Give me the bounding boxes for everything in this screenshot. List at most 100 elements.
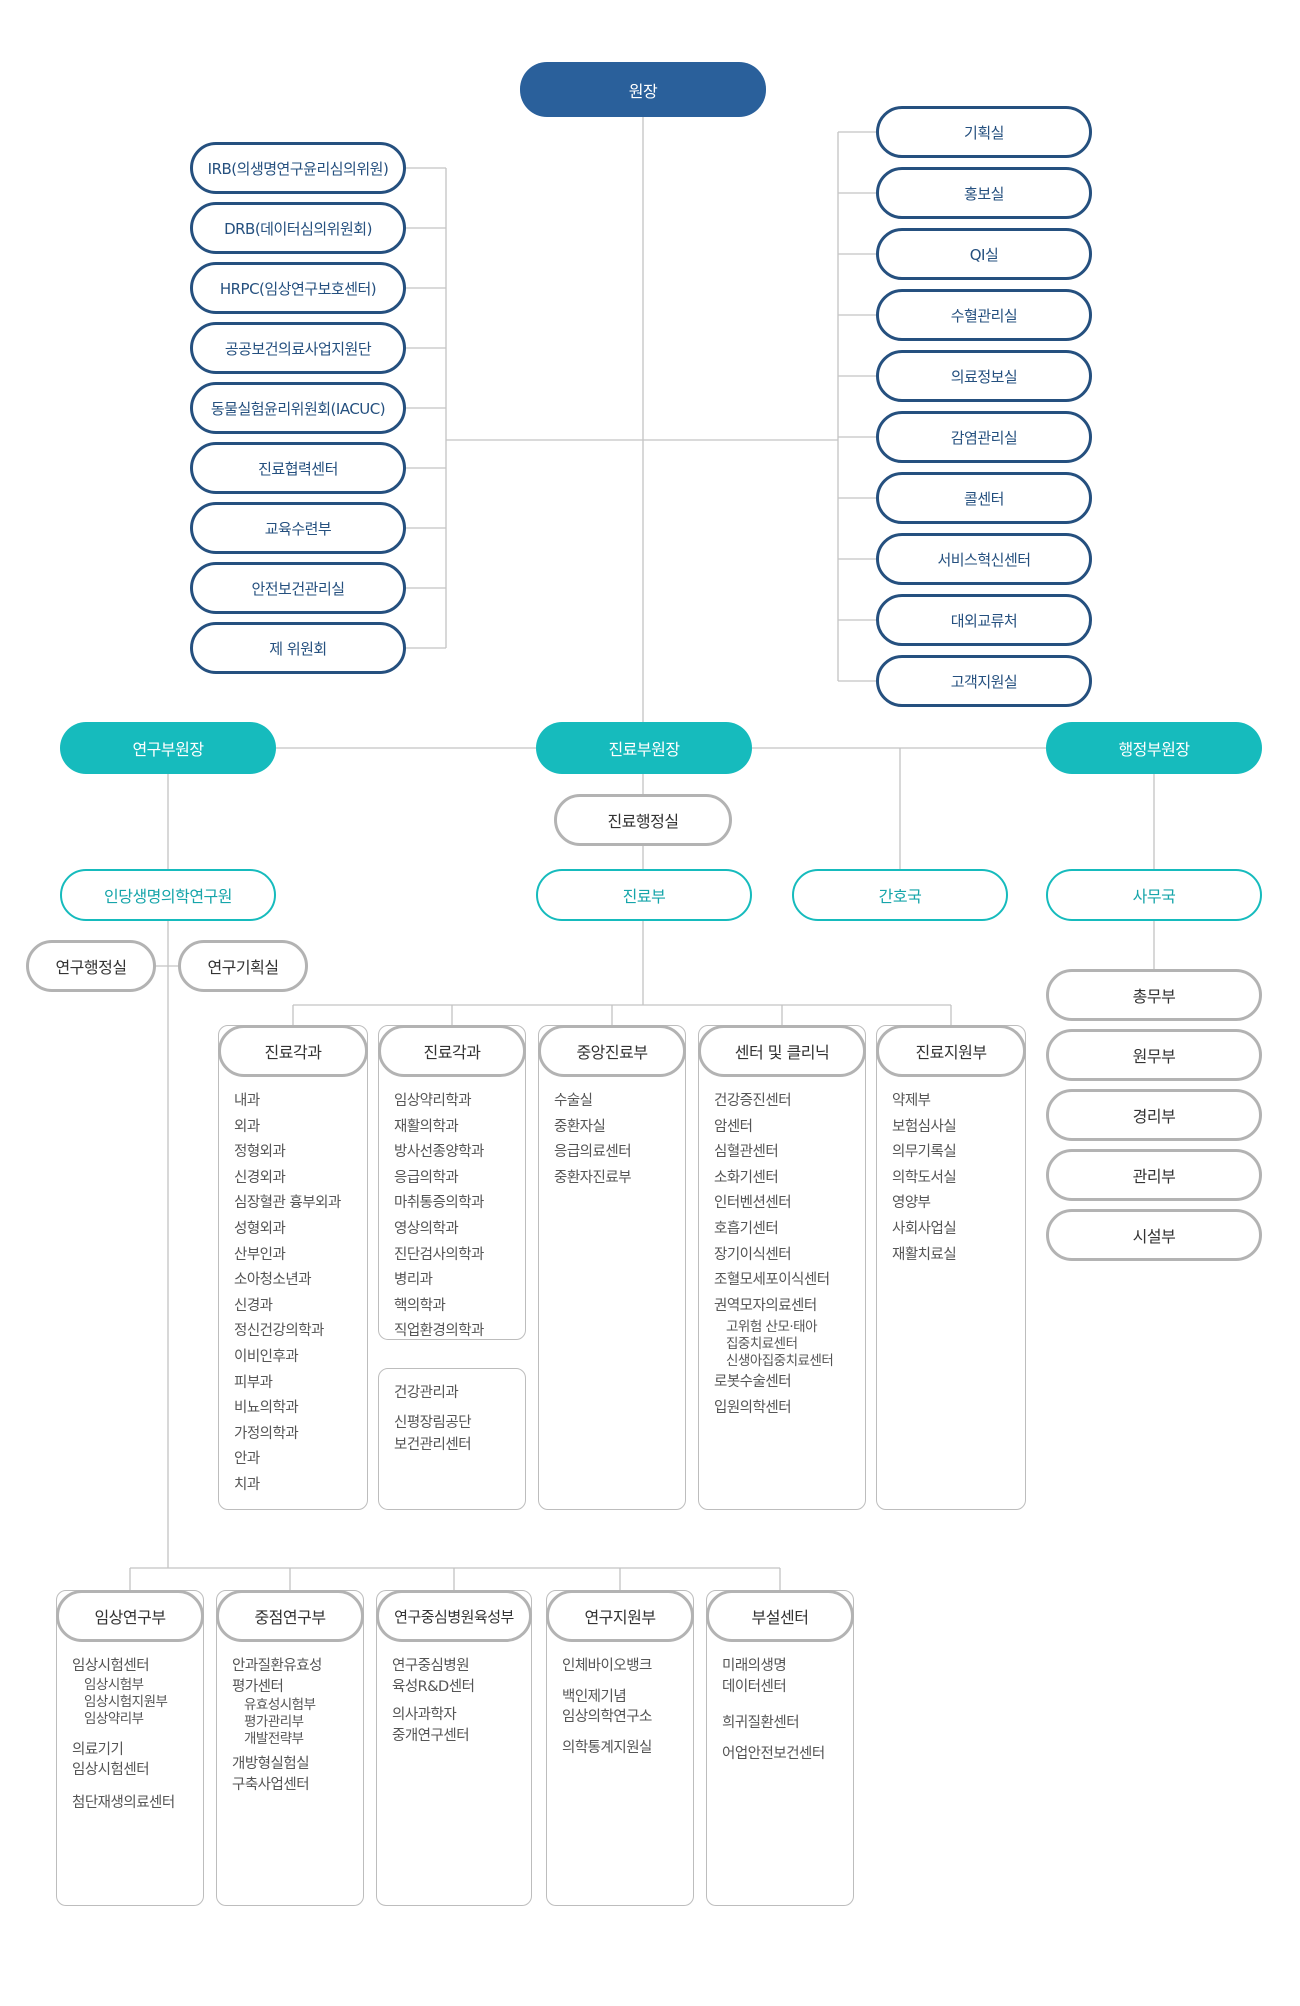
column-item: 임상시험센터: [72, 1762, 150, 1778]
research-column-header[interactable]: 연구지원부: [546, 1590, 694, 1642]
column-item: 구축사업센터: [232, 1776, 310, 1793]
column-item: 임상약리학과: [394, 1093, 472, 1109]
column-item: 영양부: [892, 1195, 931, 1212]
column-item: 소아청소년과: [234, 1272, 312, 1289]
column-item: 약제부: [892, 1093, 931, 1109]
column-item: 신평장림공단: [394, 1415, 472, 1431]
column-item: 개방형실험실: [232, 1756, 310, 1772]
column-item: 인체바이오뱅크: [562, 1658, 652, 1674]
column-item: 수술실: [554, 1093, 593, 1109]
column-item: 산부인과: [234, 1246, 286, 1263]
admin-dept-item[interactable]: 경리부: [1046, 1089, 1262, 1141]
office-item[interactable]: 콜센터: [876, 472, 1092, 524]
column-item: 신경외과: [234, 1169, 286, 1186]
vice-director-admin[interactable]: 행정부원장: [1046, 722, 1262, 774]
column-box: [376, 1590, 532, 1906]
committee-item[interactable]: 교육수련부: [190, 502, 406, 554]
clinical-admin-office[interactable]: 진료행정실: [554, 794, 732, 846]
column-item: 중환자실: [554, 1118, 606, 1135]
vice-director-research[interactable]: 연구부원장: [60, 722, 276, 774]
column-item: 가정의학과: [234, 1425, 299, 1442]
office-item[interactable]: QI실: [876, 228, 1092, 280]
column-item: 마취통증의학과: [394, 1195, 484, 1212]
research-column-header[interactable]: 중점연구부: [216, 1590, 364, 1642]
research-institute[interactable]: 인당생명의학연구원: [60, 869, 276, 921]
committee-item[interactable]: DRB(데이터심의위원회): [190, 202, 406, 254]
clinical-column-header[interactable]: 센터 및 클리닉: [698, 1025, 866, 1077]
column-item: 입원의학센터: [714, 1399, 792, 1416]
committee-item[interactable]: 동물실험윤리위원회(IACUC): [190, 382, 406, 434]
column-item: 미래의생명: [722, 1658, 787, 1674]
column-item: 권역모자의료센터: [714, 1297, 817, 1314]
nursing-bureau[interactable]: 간호국: [792, 869, 1008, 921]
committee-item[interactable]: HRPC(임상연구보호센터): [190, 262, 406, 314]
column-item: 재활치료실: [892, 1246, 957, 1263]
column-box: [538, 1025, 686, 1510]
column-item: 정신건강의학과: [234, 1323, 324, 1340]
office-item[interactable]: 수혈관리실: [876, 289, 1092, 341]
column-item: 호흡기센터: [714, 1220, 779, 1237]
column-box: [378, 1025, 526, 1340]
column-sub-item: 유효성시험부: [244, 1697, 316, 1713]
committee-item[interactable]: IRB(의생명연구윤리심의위원): [190, 142, 406, 194]
column-item: 건강관리과: [394, 1385, 459, 1401]
admin-bureau[interactable]: 사무국: [1046, 869, 1262, 921]
column-item: 연구중심병원: [392, 1658, 470, 1674]
column-item: 영상의학과: [394, 1220, 459, 1237]
column-item: 치과: [234, 1476, 260, 1493]
office-item[interactable]: 홍보실: [876, 167, 1092, 219]
research-column-header[interactable]: 임상연구부: [56, 1590, 204, 1642]
director-node[interactable]: 원장: [520, 62, 766, 117]
admin-dept-item[interactable]: 관리부: [1046, 1149, 1262, 1201]
column-item: 병리과: [394, 1272, 433, 1289]
committee-item[interactable]: 안전보건관리실: [190, 562, 406, 614]
column-item: 이비인후과: [234, 1348, 299, 1365]
clinical-department[interactable]: 진료부: [536, 869, 752, 921]
office-item[interactable]: 고객지원실: [876, 655, 1092, 707]
column-item: 정형외과: [234, 1144, 286, 1161]
committee-item[interactable]: 제 위원회: [190, 622, 406, 674]
clinical-column-header[interactable]: 진료지원부: [876, 1025, 1026, 1077]
column-item: 직업환경의학과: [394, 1323, 484, 1340]
column-item: 평가센터: [232, 1678, 284, 1695]
office-item[interactable]: 대외교류처: [876, 594, 1092, 646]
column-item: 의료기기: [72, 1741, 124, 1758]
research-column-header[interactable]: 연구중심병원육성부: [376, 1590, 532, 1642]
column-item: 피부과: [234, 1374, 273, 1391]
column-item: 응급의학과: [394, 1169, 459, 1186]
office-item[interactable]: 기획실: [876, 106, 1092, 158]
column-item: 외과: [234, 1118, 260, 1135]
column-item: 신경과: [234, 1297, 273, 1314]
column-sub-item: 평가관리부: [244, 1714, 304, 1730]
column-item: 안과: [234, 1451, 260, 1468]
clinical-column-header[interactable]: 진료각과: [378, 1025, 526, 1077]
admin-dept-item[interactable]: 원무부: [1046, 1029, 1262, 1081]
column-item: 인터벤션센터: [714, 1195, 792, 1212]
research-planning-office[interactable]: 연구기획실: [178, 940, 308, 992]
research-admin-office[interactable]: 연구행정실: [26, 940, 156, 992]
committee-item[interactable]: 공공보건의료사업지원단: [190, 322, 406, 374]
clinical-column-header[interactable]: 중앙진료부: [538, 1025, 686, 1077]
research-column-header[interactable]: 부설센터: [706, 1590, 854, 1642]
admin-dept-item[interactable]: 시설부: [1046, 1209, 1262, 1261]
vice-director-clinical[interactable]: 진료부원장: [536, 722, 752, 774]
column-item: 사회사업실: [892, 1220, 957, 1237]
office-item[interactable]: 의료정보실: [876, 350, 1092, 402]
committee-item[interactable]: 진료협력센터: [190, 442, 406, 494]
clinical-column-header[interactable]: 진료각과: [218, 1025, 368, 1077]
column-item: 방사선종양학과: [394, 1144, 484, 1161]
office-item[interactable]: 서비스혁신센터: [876, 533, 1092, 585]
column-item: 중개연구센터: [392, 1727, 470, 1744]
column-sub-item: 임상약리부: [84, 1710, 144, 1727]
office-item[interactable]: 감염관리실: [876, 411, 1092, 463]
column-item: 어업안전보건센터: [722, 1745, 825, 1762]
admin-dept-item[interactable]: 총무부: [1046, 969, 1262, 1021]
